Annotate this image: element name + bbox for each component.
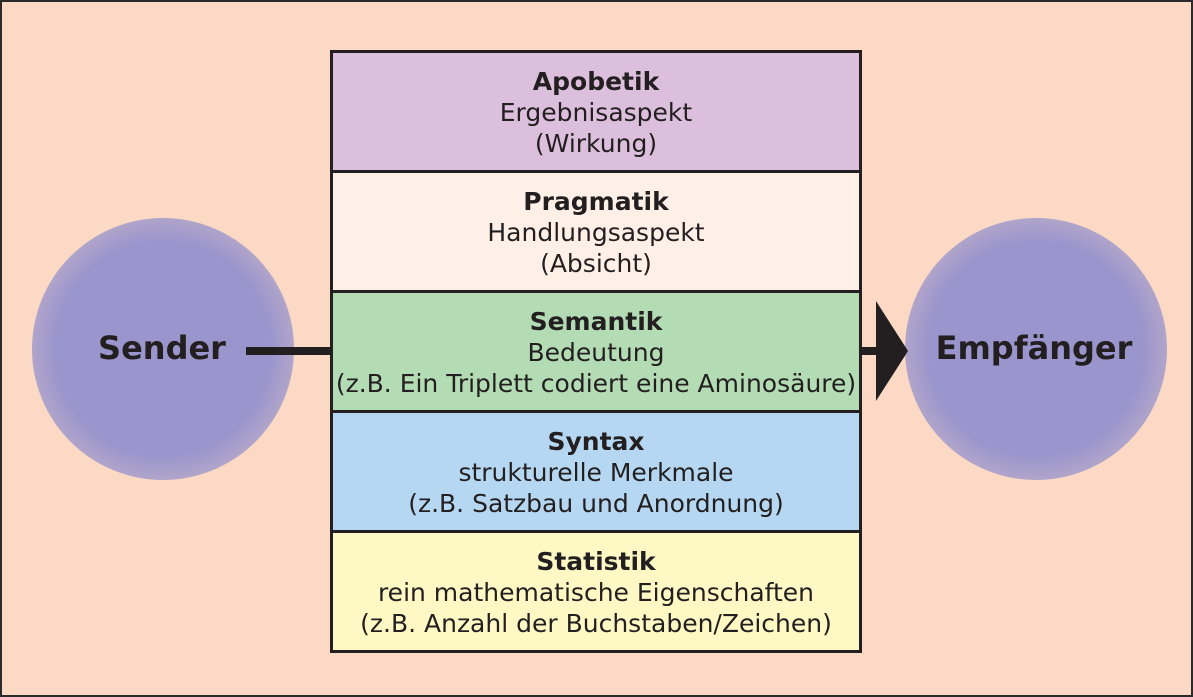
sender-label: Sender <box>98 329 226 367</box>
layer-aspect: Handlungsaspekt <box>487 218 705 247</box>
layer-stack: Apobetik Ergebnisaspekt (Wirkung) Pragma… <box>330 50 862 653</box>
arrow-head-icon <box>876 301 908 401</box>
receiver-arrow-line <box>860 347 880 355</box>
layer-aspect: Bedeutung <box>527 338 665 367</box>
layer-title: Statistik <box>536 547 656 576</box>
layer-syntax: Syntax strukturelle Merkmale (z.B. Satzb… <box>333 413 859 533</box>
layer-note: (Absicht) <box>540 249 652 278</box>
layer-aspect: strukturelle Merkmale <box>458 458 734 487</box>
layer-title: Apobetik <box>532 67 660 96</box>
layer-note: (Wirkung) <box>534 129 658 158</box>
layer-statistik: Statistik rein mathematische Eigenschaft… <box>333 533 859 653</box>
layer-pragmatik: Pragmatik Handlungsaspekt (Absicht) <box>333 173 859 293</box>
layer-note: (z.B. Anzahl der Buchstaben/Zeichen) <box>360 609 832 638</box>
layer-title: Semantik <box>529 307 663 336</box>
receiver-label: Empfänger <box>935 329 1133 367</box>
layer-note: (z.B. Ein Triplett codiert eine Aminosäu… <box>335 369 857 398</box>
layer-note: (z.B. Satzbau und Anordnung) <box>408 489 784 518</box>
layer-semantik: Semantik Bedeutung (z.B. Ein Triplett co… <box>333 293 859 413</box>
layer-aspect: rein mathematische Eigenschaften <box>377 578 815 607</box>
layer-aspect: Ergebnisaspekt <box>499 98 693 127</box>
sender-connector-line <box>246 347 334 355</box>
layer-title: Syntax <box>547 427 645 456</box>
layer-title: Pragmatik <box>523 187 669 216</box>
layer-apobetik: Apobetik Ergebnisaspekt (Wirkung) <box>333 53 859 173</box>
receiver-node <box>905 218 1167 480</box>
